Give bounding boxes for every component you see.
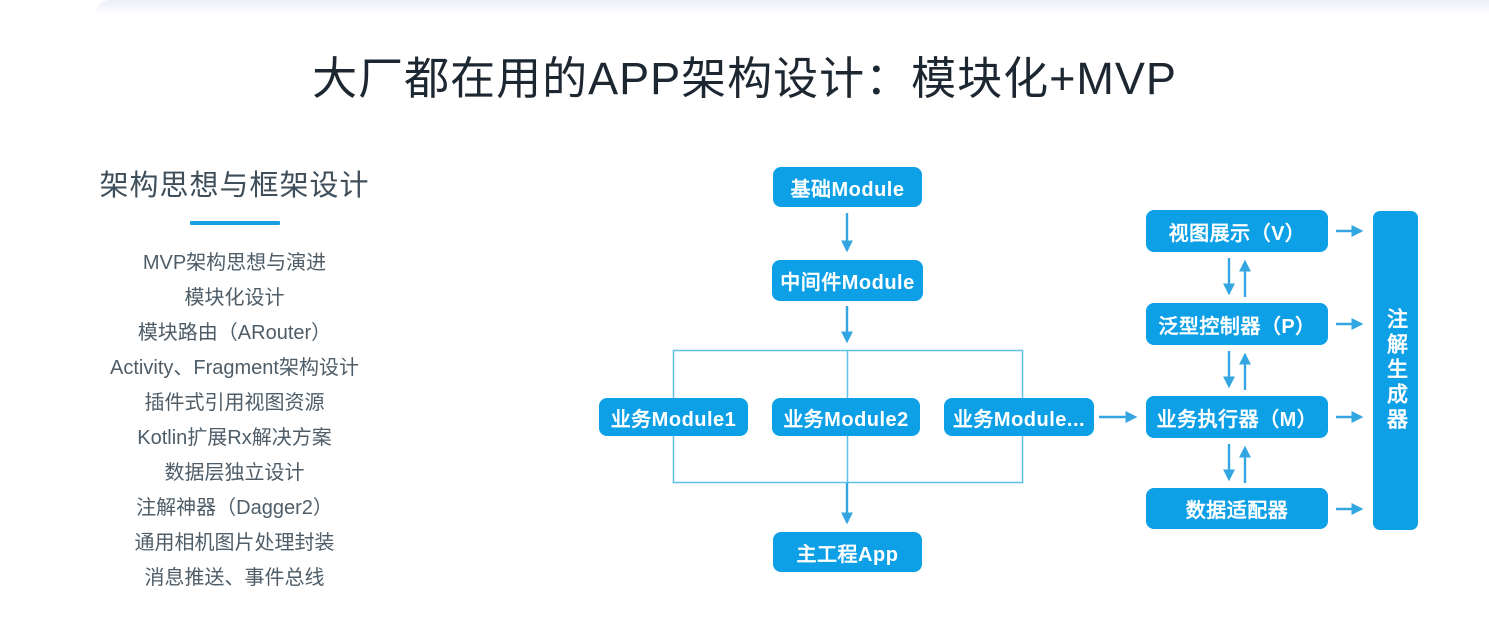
node-annotation-generator: 注解生成器 bbox=[1373, 211, 1418, 530]
sidebar-item-push-eventbus: 消息推送、事件总线 bbox=[144, 567, 325, 589]
sidebar-item-arouter: 模块路由（ARouter） bbox=[137, 322, 332, 344]
sidebar-item-kotlin-rx: Kotlin扩展Rx解决方案 bbox=[137, 427, 332, 449]
node-biz-module-1: 业务Module1 bbox=[599, 398, 748, 436]
sidebar-item-dagger2: 注解神器（Dagger2） bbox=[136, 497, 333, 519]
page-title: 大厂都在用的APP架构设计：模块化+MVP bbox=[312, 53, 1177, 104]
sidebar-item-activity-fragment: Activity、Fragment架构设计 bbox=[110, 357, 359, 379]
sidebar-item-camera-image: 通用相机图片处理封装 bbox=[134, 532, 335, 554]
node-middleware-module: 中间件Module bbox=[772, 260, 923, 301]
heading-underline bbox=[189, 221, 280, 225]
sidebar-heading: 架构思想与框架设计 bbox=[99, 170, 370, 202]
node-base-module: 基础Module bbox=[773, 167, 922, 207]
sidebar-item-data-layer: 数据层独立设计 bbox=[164, 462, 305, 484]
node-biz-module-more: 业务Module... bbox=[944, 398, 1094, 436]
node-main-app: 主工程App bbox=[773, 532, 922, 572]
sidebar-item-modular-design: 模块化设计 bbox=[184, 287, 285, 309]
node-generic-presenter: 泛型控制器（P） bbox=[1146, 303, 1328, 345]
top-edge-gradient bbox=[95, 0, 1489, 15]
node-data-adapter: 数据适配器 bbox=[1146, 488, 1328, 529]
node-business-executor: 业务执行器（M） bbox=[1146, 396, 1328, 438]
sidebar: 架构思想与框架设计 MVP架构思想与演进 模块化设计 模块路由（ARouter）… bbox=[62, 162, 407, 596]
node-biz-module-2: 业务Module2 bbox=[772, 398, 920, 436]
sidebar-item-mvp-evolution: MVP架构思想与演进 bbox=[142, 252, 327, 274]
node-view-display: 视图展示（V） bbox=[1146, 210, 1328, 252]
sidebar-item-plugin-view-res: 插件式引用视图资源 bbox=[144, 392, 325, 414]
